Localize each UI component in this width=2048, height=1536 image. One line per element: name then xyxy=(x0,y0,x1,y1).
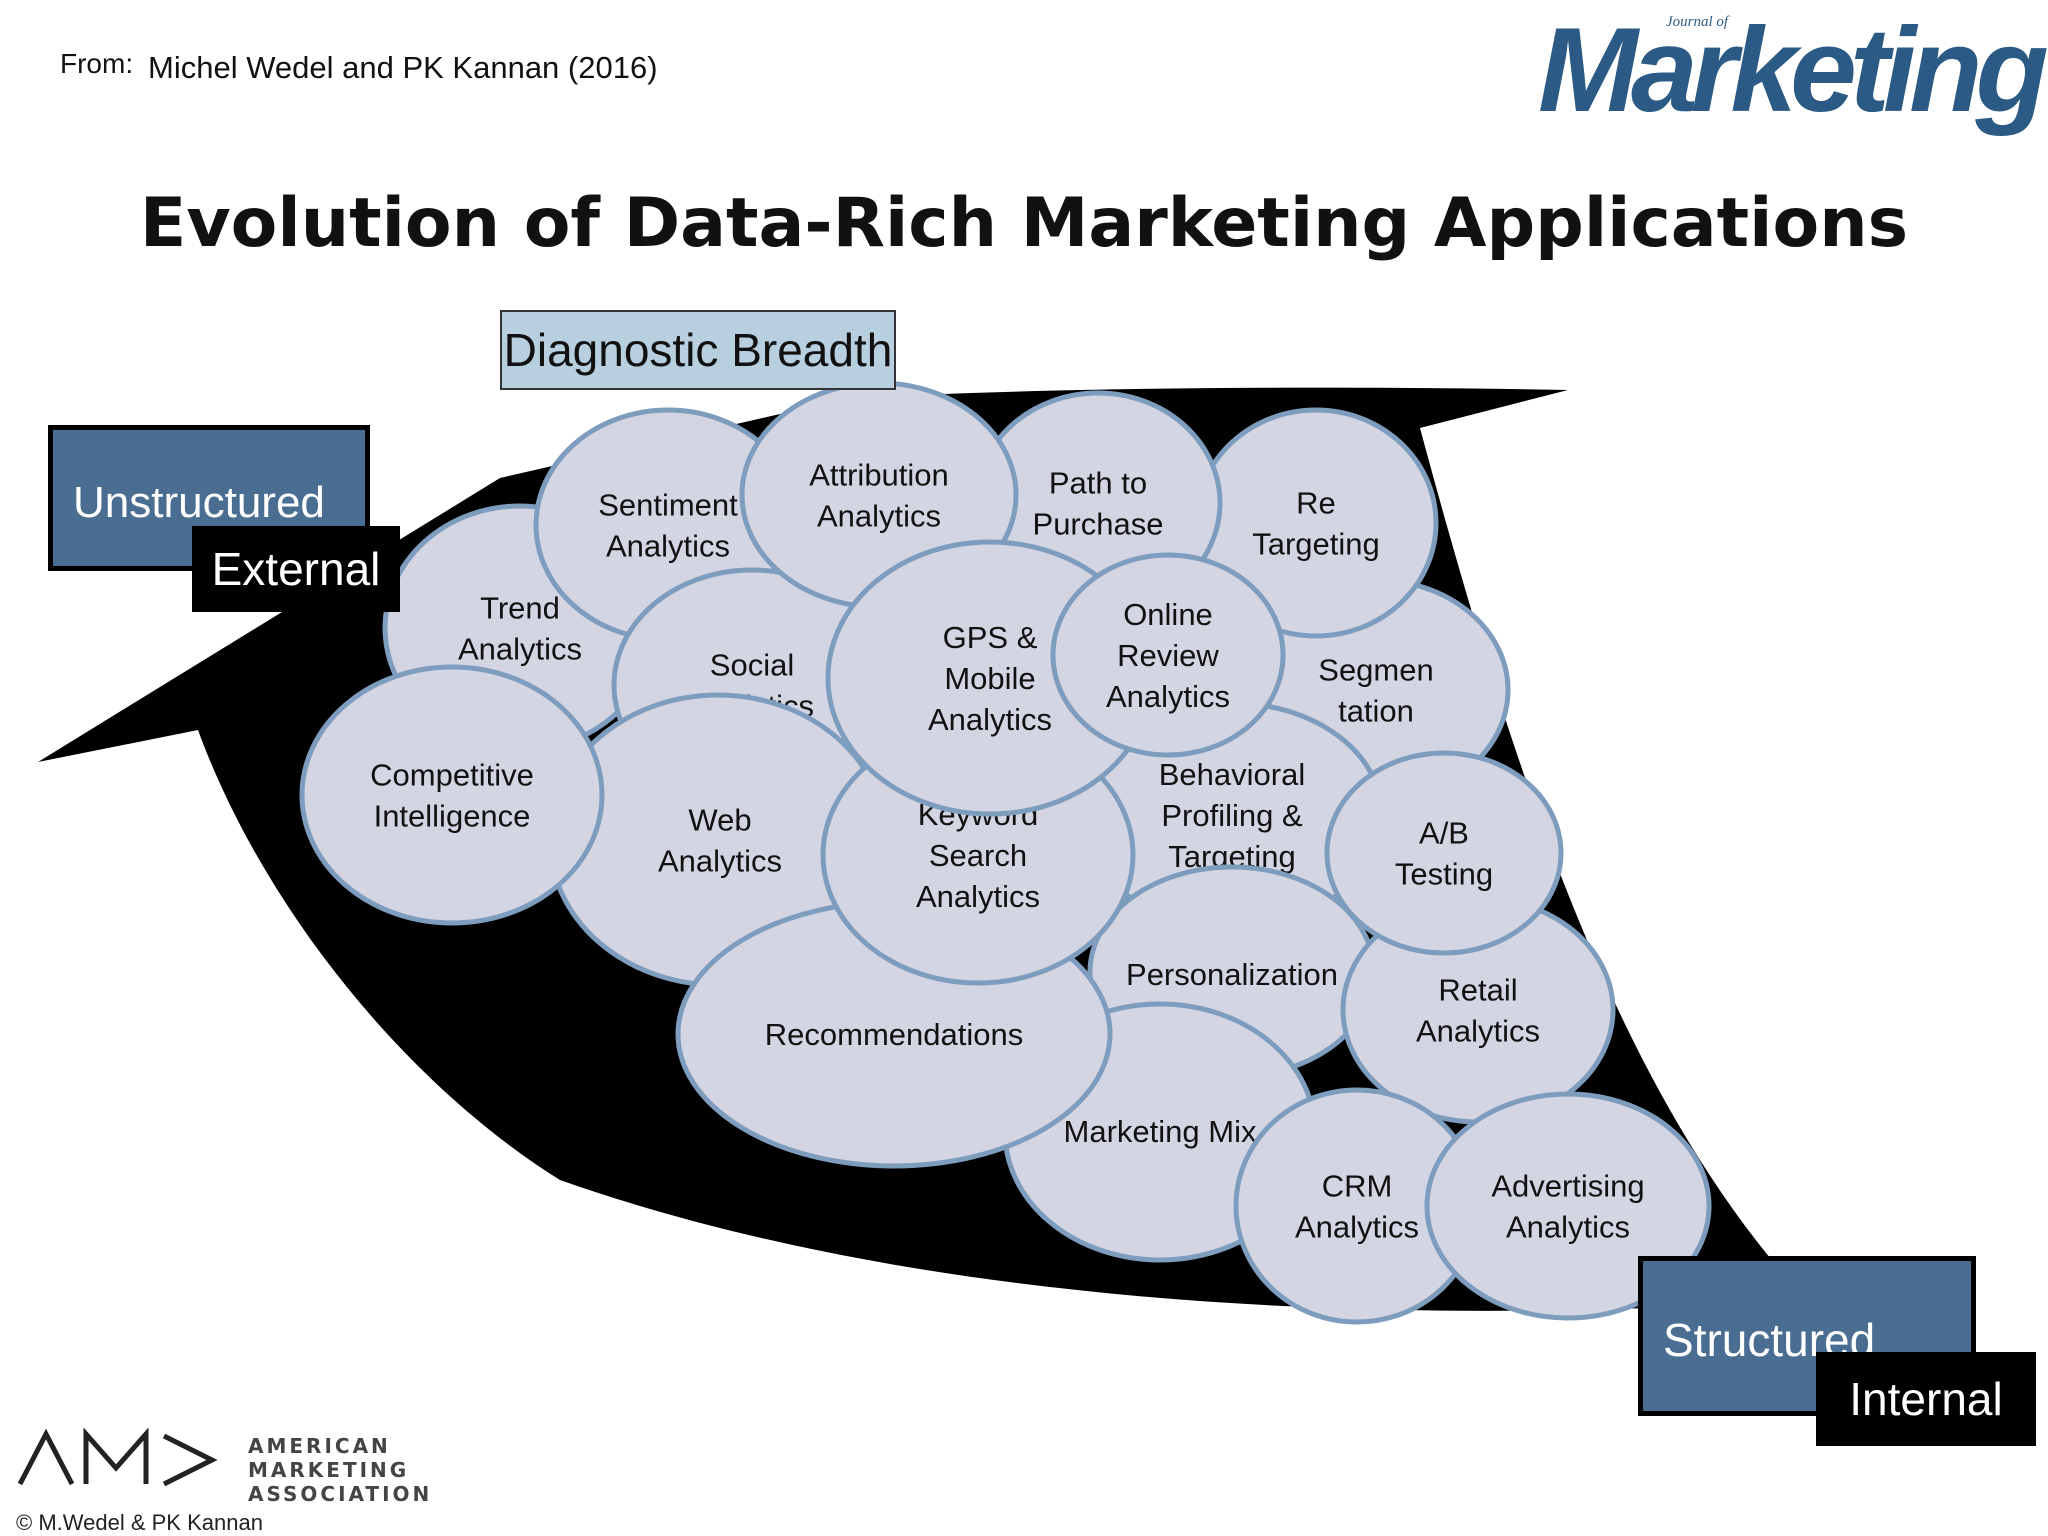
bubble-label-social: Social xyxy=(710,648,794,683)
bubble-label-crm: CRM xyxy=(1322,1169,1393,1204)
bubble-label-online: Review xyxy=(1117,638,1219,673)
bubble-label-retail: Analytics xyxy=(1416,1014,1540,1049)
ama-mark-icon xyxy=(17,1427,218,1487)
bubble-label-trend: Analytics xyxy=(458,632,582,667)
bubble-label-crm: Analytics xyxy=(1295,1210,1419,1245)
bubble-label-gps: Analytics xyxy=(928,702,1052,737)
bubble-crm: CRM Analytics xyxy=(1233,1087,1481,1325)
bubble-label-behavioral: Profiling & xyxy=(1161,798,1303,833)
bubble-label-segmentation: tation xyxy=(1338,694,1414,729)
bubble-label-advertising: Analytics xyxy=(1506,1210,1630,1245)
external-label: External xyxy=(192,526,400,612)
journal-of-marketing-logo: Marketing Journal of xyxy=(1538,10,2048,130)
bubble-label-ab: Testing xyxy=(1395,857,1493,892)
bubble-label-attribution: Attribution xyxy=(809,458,949,493)
bubble-label-sentiment: Analytics xyxy=(606,529,730,564)
ama-wordmark: AMERICAN MARKETING ASSOCIATION xyxy=(248,1434,536,1506)
bubble-label-online: Online xyxy=(1123,597,1213,632)
bubble-label-trend: Trend xyxy=(480,591,560,626)
bubble-shape-online xyxy=(1050,552,1286,758)
bubble-label-segmentation: Segmen xyxy=(1318,653,1433,688)
bubble-shape-competitive xyxy=(299,664,605,926)
logo-word: Marketing xyxy=(1538,3,2048,137)
bubble-label-personalization: Personalization xyxy=(1126,957,1338,992)
bubble-label-web: Web xyxy=(688,803,751,838)
ama-line2: ASSOCIATION xyxy=(248,1482,433,1506)
bubble-label-advertising: Advertising xyxy=(1491,1169,1644,1204)
source-authors: Michel Wedel and PK Kannan (2016) xyxy=(148,50,658,85)
copyright: © M.Wedel & PK Kannan xyxy=(16,1510,263,1535)
bubble-label-retargeting: Targeting xyxy=(1252,527,1380,562)
bubble-label-path: Path to xyxy=(1049,466,1147,501)
bubble-label-gps: GPS & xyxy=(943,620,1038,655)
bubble-label-keyword: Search xyxy=(929,838,1027,873)
bubble-label-competitive: Intelligence xyxy=(374,799,531,834)
source-from-label: From: xyxy=(60,48,134,79)
bubble-label-retail: Retail xyxy=(1438,973,1517,1008)
bubble-shape-ab xyxy=(1324,750,1564,956)
bubble-label-ab: A/B xyxy=(1419,816,1469,851)
ama-line1: AMERICAN MARKETING xyxy=(248,1434,410,1482)
bubble-label-path: Purchase xyxy=(1033,507,1164,542)
bubble-label-behavioral: Behavioral xyxy=(1159,757,1305,792)
bubbles-layer: TrendAnalyticsSentimentAnalyticsSocialAn… xyxy=(299,380,1712,1325)
logo-small-text: Journal of xyxy=(1666,14,1729,30)
ama-logo: AMERICAN MARKETING ASSOCIATION xyxy=(16,1422,536,1506)
bubble-label-sentiment: Sentiment xyxy=(598,488,738,523)
unstructured-text: Unstructured xyxy=(73,478,325,527)
bubble-label-marketingmix: Marketing Mix xyxy=(1064,1114,1257,1149)
bubble-label-attribution: Analytics xyxy=(817,499,941,534)
bubble-label-online: Analytics xyxy=(1106,679,1230,714)
bubble-label-gps: Mobile xyxy=(944,661,1035,696)
bubble-label-keyword: Analytics xyxy=(916,879,1040,914)
page-title: Evolution of Data-Rich Marketing Applica… xyxy=(139,184,1909,263)
diagnostic-breadth-label: Diagnostic Breadth xyxy=(500,310,896,390)
bubble-label-recommendations: Recommendations xyxy=(765,1017,1023,1052)
bubble-label-web: Analytics xyxy=(658,844,782,879)
bubble-label-competitive: Competitive xyxy=(370,758,534,793)
bubble-ab: A/B Testing xyxy=(1324,750,1564,956)
internal-label: Internal xyxy=(1816,1352,2036,1446)
bubble-label-retargeting: Re xyxy=(1296,486,1336,521)
